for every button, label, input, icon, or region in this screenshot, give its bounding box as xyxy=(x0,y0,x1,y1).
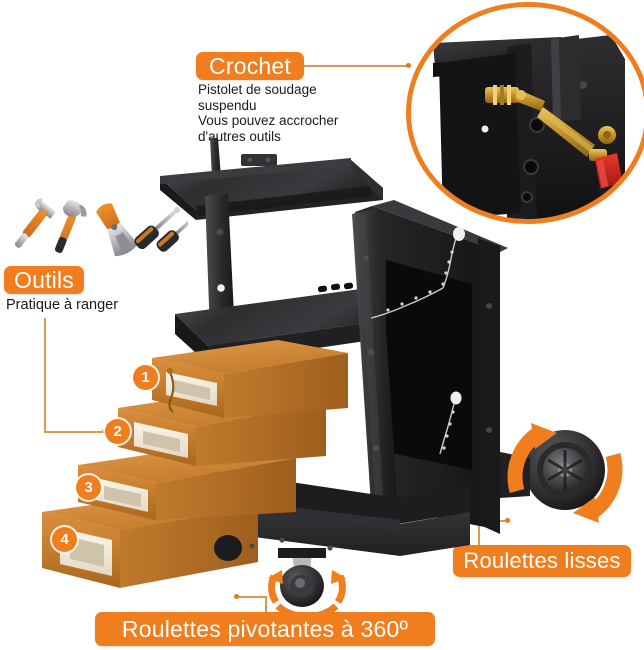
callout-roulettes-lisses-label: Roulettes lisses xyxy=(453,545,631,577)
callout-crochet-label: Crochet xyxy=(196,52,304,80)
adjustable-wrench-icon xyxy=(14,198,57,248)
drawer-badge-3: 3 xyxy=(76,475,101,500)
callout-roulettes-pivotantes-label: Roulettes pivotantes à 360º xyxy=(95,612,435,646)
connector-lisses-vertical xyxy=(478,520,480,548)
drawer-badge-4: 4 xyxy=(52,527,77,552)
connector-pivotantes-vertical xyxy=(265,596,267,614)
screwdriver-small-icon xyxy=(156,216,188,252)
rotating-arrows-icon xyxy=(507,423,623,523)
drawer-badge-1: 1 xyxy=(133,365,158,390)
hammer-icon xyxy=(54,200,87,253)
callout-outils-description: Pratique à ranger xyxy=(6,297,119,313)
connector-crochet-dot xyxy=(406,63,411,68)
callout-outils-label: Outils xyxy=(4,266,84,294)
connector-lisses-dot xyxy=(505,518,510,523)
brass-fitting xyxy=(485,85,545,111)
tools-illustration xyxy=(14,198,188,257)
connector-outils-horizontal xyxy=(44,431,106,433)
pliers-icon xyxy=(96,203,138,257)
drawer-1-shape xyxy=(152,340,348,418)
caster-wheel-shape xyxy=(278,548,326,607)
connector-pivotantes-horizontal xyxy=(238,596,266,598)
connector-outils-dot xyxy=(102,429,107,434)
screwdriver-icon xyxy=(134,206,181,250)
drawer-badge-2: 2 xyxy=(105,419,130,444)
detail-inset-circle xyxy=(406,2,644,224)
swivel-arrows-icon xyxy=(268,570,346,620)
connector-outils-vertical xyxy=(44,318,46,432)
connector-crochet xyxy=(300,65,410,67)
connector-pivotantes-dot xyxy=(234,594,239,599)
callout-crochet-description: Pistolet de soudage suspendu Vous pouvez… xyxy=(198,82,339,144)
rear-wheel-shape xyxy=(525,430,605,510)
welding-torch-hook-detail-icon xyxy=(411,7,644,219)
